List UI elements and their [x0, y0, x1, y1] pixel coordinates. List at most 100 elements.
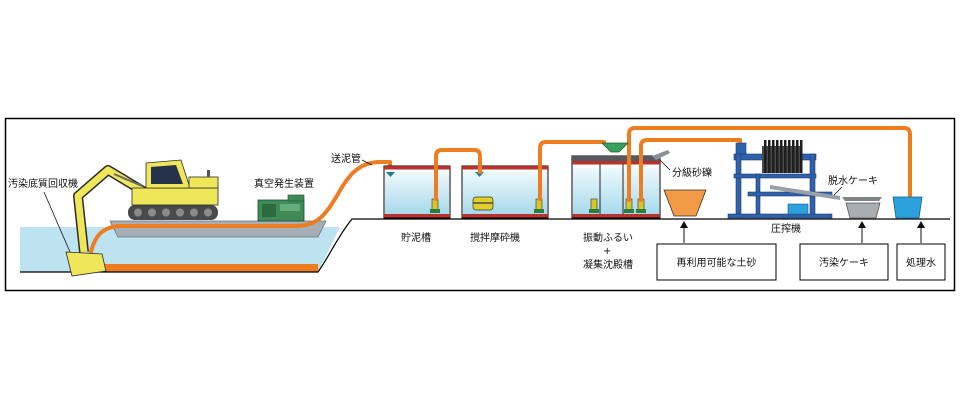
tank-rim-top: [462, 166, 548, 170]
output-label: 汚染ケーキ: [819, 256, 869, 269]
tank-rim-bottom: [462, 214, 548, 218]
vacuum-generator: [257, 194, 305, 222]
output-treated-water: 処理水: [896, 221, 946, 281]
hydraulic-cylinder: [113, 173, 143, 187]
output-contaminated-cake: 汚染ケーキ: [799, 221, 889, 281]
transfer-pipe-mixer-to-screen: [538, 140, 606, 201]
attrition-mixer-tank: [461, 165, 549, 219]
vibrating-screen-icon: [601, 142, 629, 153]
output-label: 再利用可能な土砂: [677, 256, 757, 269]
label-attrition-mixer: 撹拌摩砕機: [470, 231, 520, 244]
filter-plate: [784, 140, 787, 173]
filter-plate: [788, 140, 791, 173]
filter-plate: [796, 140, 799, 173]
pump: [590, 198, 598, 211]
filter-plate: [792, 140, 795, 173]
sediment-layer: [86, 264, 318, 272]
label-filter-press: 圧搾機: [771, 222, 801, 235]
track-wheel: [148, 208, 156, 217]
label-sediment-recovery-machine: 汚染底質回収機: [8, 177, 78, 190]
sludge-storage-tank: [383, 165, 451, 219]
label-sludge-storage-tank: 貯泥槽: [401, 231, 431, 244]
gravel-leader: [659, 159, 671, 171]
water-level-marker: [475, 172, 484, 177]
treated-water-bucket: [892, 196, 923, 219]
vacuum-generator-vent: [280, 204, 300, 211]
track-wheel: [190, 208, 198, 217]
excavator-bucket: [65, 251, 107, 277]
cab-window: [151, 165, 183, 184]
press-base: [727, 213, 833, 219]
track-wheel: [204, 208, 212, 217]
pump-base: [636, 209, 646, 213]
tank-rim-bottom: [572, 214, 660, 218]
label-vacuum-generator: 真空発生装置: [254, 177, 314, 190]
recovery-machine-leader: [43, 191, 71, 253]
slurry-pipe-leader: [361, 159, 373, 166]
ground-line: [20, 218, 950, 273]
press-left-post: [735, 153, 742, 217]
output-box: [656, 243, 777, 281]
excavator: [65, 159, 219, 277]
label-plus: +: [603, 246, 611, 257]
track-wheel: [162, 208, 170, 217]
filtrate-tank: [787, 203, 809, 215]
gravel-hopper: [663, 189, 707, 217]
label-vibrating-screen: 振動ふるい: [583, 231, 633, 244]
vacuum-generator-top: [287, 194, 305, 202]
label-dewatered-cake: 脱水ケーキ: [828, 174, 878, 187]
slurry-pipe: [88, 160, 392, 258]
label-slurry-pipe: 送泥管: [331, 152, 361, 165]
excavator-tracks: [128, 205, 218, 220]
tank-rim-bottom: [384, 214, 450, 218]
filter-plate: [772, 140, 775, 173]
filter-plate: [800, 140, 803, 173]
screen-settling-tank: [571, 150, 670, 219]
tank-rim-top: [384, 166, 450, 170]
cake-tray: [845, 202, 881, 219]
boom-body: [74, 166, 150, 253]
tank-water: [385, 172, 449, 214]
excavator-body: [131, 187, 219, 206]
pump-base: [624, 209, 634, 213]
track-wheel: [134, 208, 142, 217]
press-inlet: [735, 142, 747, 156]
output-box: [896, 243, 946, 281]
excavator-boom: [73, 165, 151, 253]
output-reusable-soil: 再利用可能な土砂: [656, 221, 777, 281]
tank-rim-top: [572, 161, 660, 165]
press-feed-pipe: [639, 138, 742, 202]
arrow-up-icon: [680, 221, 688, 228]
pump-base: [430, 209, 440, 213]
cake-chute: [770, 185, 840, 200]
tank-water: [573, 168, 659, 214]
pump-base: [589, 209, 599, 213]
press-mid-beam: [733, 173, 817, 179]
filter-plate: [764, 140, 767, 173]
filter-plate: [776, 140, 779, 173]
press-right-post: [809, 153, 816, 217]
treated-water-pipe: [627, 126, 912, 202]
transfer-pipe-storage-to-mixer: [434, 148, 482, 201]
cake-leader: [833, 186, 843, 196]
barge: [109, 220, 327, 238]
vacuum-generator-panel: [262, 204, 276, 217]
output-box: [799, 243, 889, 281]
engine-cover: [188, 176, 219, 189]
output-label: 処理水: [906, 256, 936, 269]
screen-chute: [652, 150, 670, 160]
filter-press: [727, 140, 840, 219]
water-level-marker: [386, 172, 395, 177]
track-wheel: [176, 208, 184, 217]
pump-base: [534, 209, 544, 213]
label-coagulation-settling-tank: 凝集沈殿槽: [583, 258, 633, 271]
label-classified-gravel: 分級砂礫: [672, 166, 712, 179]
arrow-up-icon: [917, 221, 925, 228]
screen-cover: [572, 156, 660, 161]
cake-slab: [842, 197, 882, 201]
arrow-up-icon: [858, 221, 866, 228]
exhaust-pipe: [207, 170, 210, 177]
filter-plate: [768, 140, 771, 173]
filter-plate: [780, 140, 783, 173]
